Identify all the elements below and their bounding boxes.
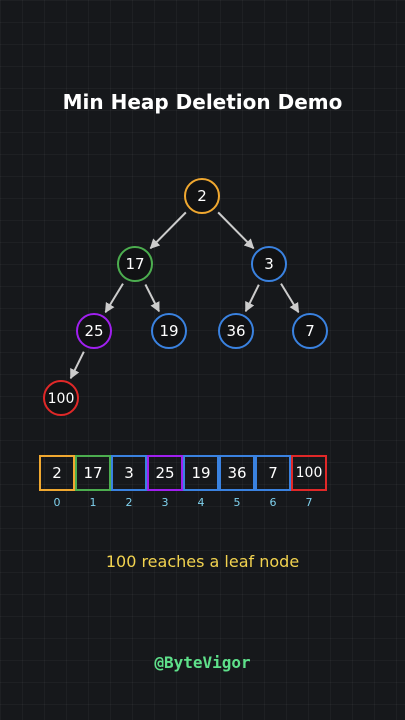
tree-node: 3 xyxy=(251,246,287,282)
tree-node: 19 xyxy=(151,313,187,349)
tree-edge-arrow xyxy=(217,211,255,250)
tree-node-value: 17 xyxy=(125,255,144,273)
array-cell-index: 6 xyxy=(269,496,277,509)
tree-node: 25 xyxy=(76,313,112,349)
tree-node-circle xyxy=(151,313,187,349)
tree-node-circle xyxy=(184,178,220,214)
tree-node-value: 100 xyxy=(48,391,75,407)
array-cell-index: 5 xyxy=(233,496,241,509)
array-cell-value: 25 xyxy=(147,455,183,491)
array-cell-value: 36 xyxy=(219,455,255,491)
tree-node-circle xyxy=(117,246,153,282)
tree-node-value: 3 xyxy=(264,255,274,273)
tree-node-circle xyxy=(43,380,79,416)
array-cell-index: 7 xyxy=(305,496,313,509)
tree-node-circle xyxy=(218,313,254,349)
tree-node: 17 xyxy=(117,246,153,282)
array-cell-index: 4 xyxy=(197,496,205,509)
tree-node-value: 19 xyxy=(159,322,178,340)
array-cell-value: 7 xyxy=(255,455,291,491)
tree-node-value: 25 xyxy=(84,322,103,340)
tree-edge-arrow xyxy=(149,211,187,250)
array-cell-index: 2 xyxy=(125,496,133,509)
tree-node-value: 36 xyxy=(226,322,245,340)
array-cell-value: 19 xyxy=(183,455,219,491)
array-cell-index: 0 xyxy=(53,496,61,509)
tree-node: 2 xyxy=(184,178,220,214)
tree-edge-arrow xyxy=(280,283,300,314)
tree-node-circle xyxy=(251,246,287,282)
array-cell-value: 3 xyxy=(111,455,147,491)
channel-handle: @ByteVigor xyxy=(154,653,251,672)
heap-tree: 2 17 3 25 19 36 7 100 xyxy=(43,178,328,416)
status-message: 100 reaches a leaf node xyxy=(105,552,300,571)
array-cell-value: 17 xyxy=(75,455,111,491)
array-cell-index: 3 xyxy=(161,496,169,509)
tree-node-value: 2 xyxy=(197,187,207,205)
tree-node-circle xyxy=(76,313,112,349)
tree-edge-arrow xyxy=(69,351,85,380)
page-title: Min Heap Deletion Demo xyxy=(62,90,343,114)
tree-node-circle xyxy=(292,313,328,349)
array-cell-value: 2 xyxy=(39,455,75,491)
tree-node: 100 xyxy=(43,380,79,416)
tree-edge-arrow xyxy=(144,284,160,313)
array-cell-index: 1 xyxy=(89,496,97,509)
tree-edge-arrow xyxy=(244,284,260,313)
array-cell-value: 100 xyxy=(291,455,327,491)
tree-node: 7 xyxy=(292,313,328,349)
tree-node-value: 7 xyxy=(305,322,315,340)
tree-node: 36 xyxy=(218,313,254,349)
tree-edge-arrow xyxy=(104,283,124,314)
